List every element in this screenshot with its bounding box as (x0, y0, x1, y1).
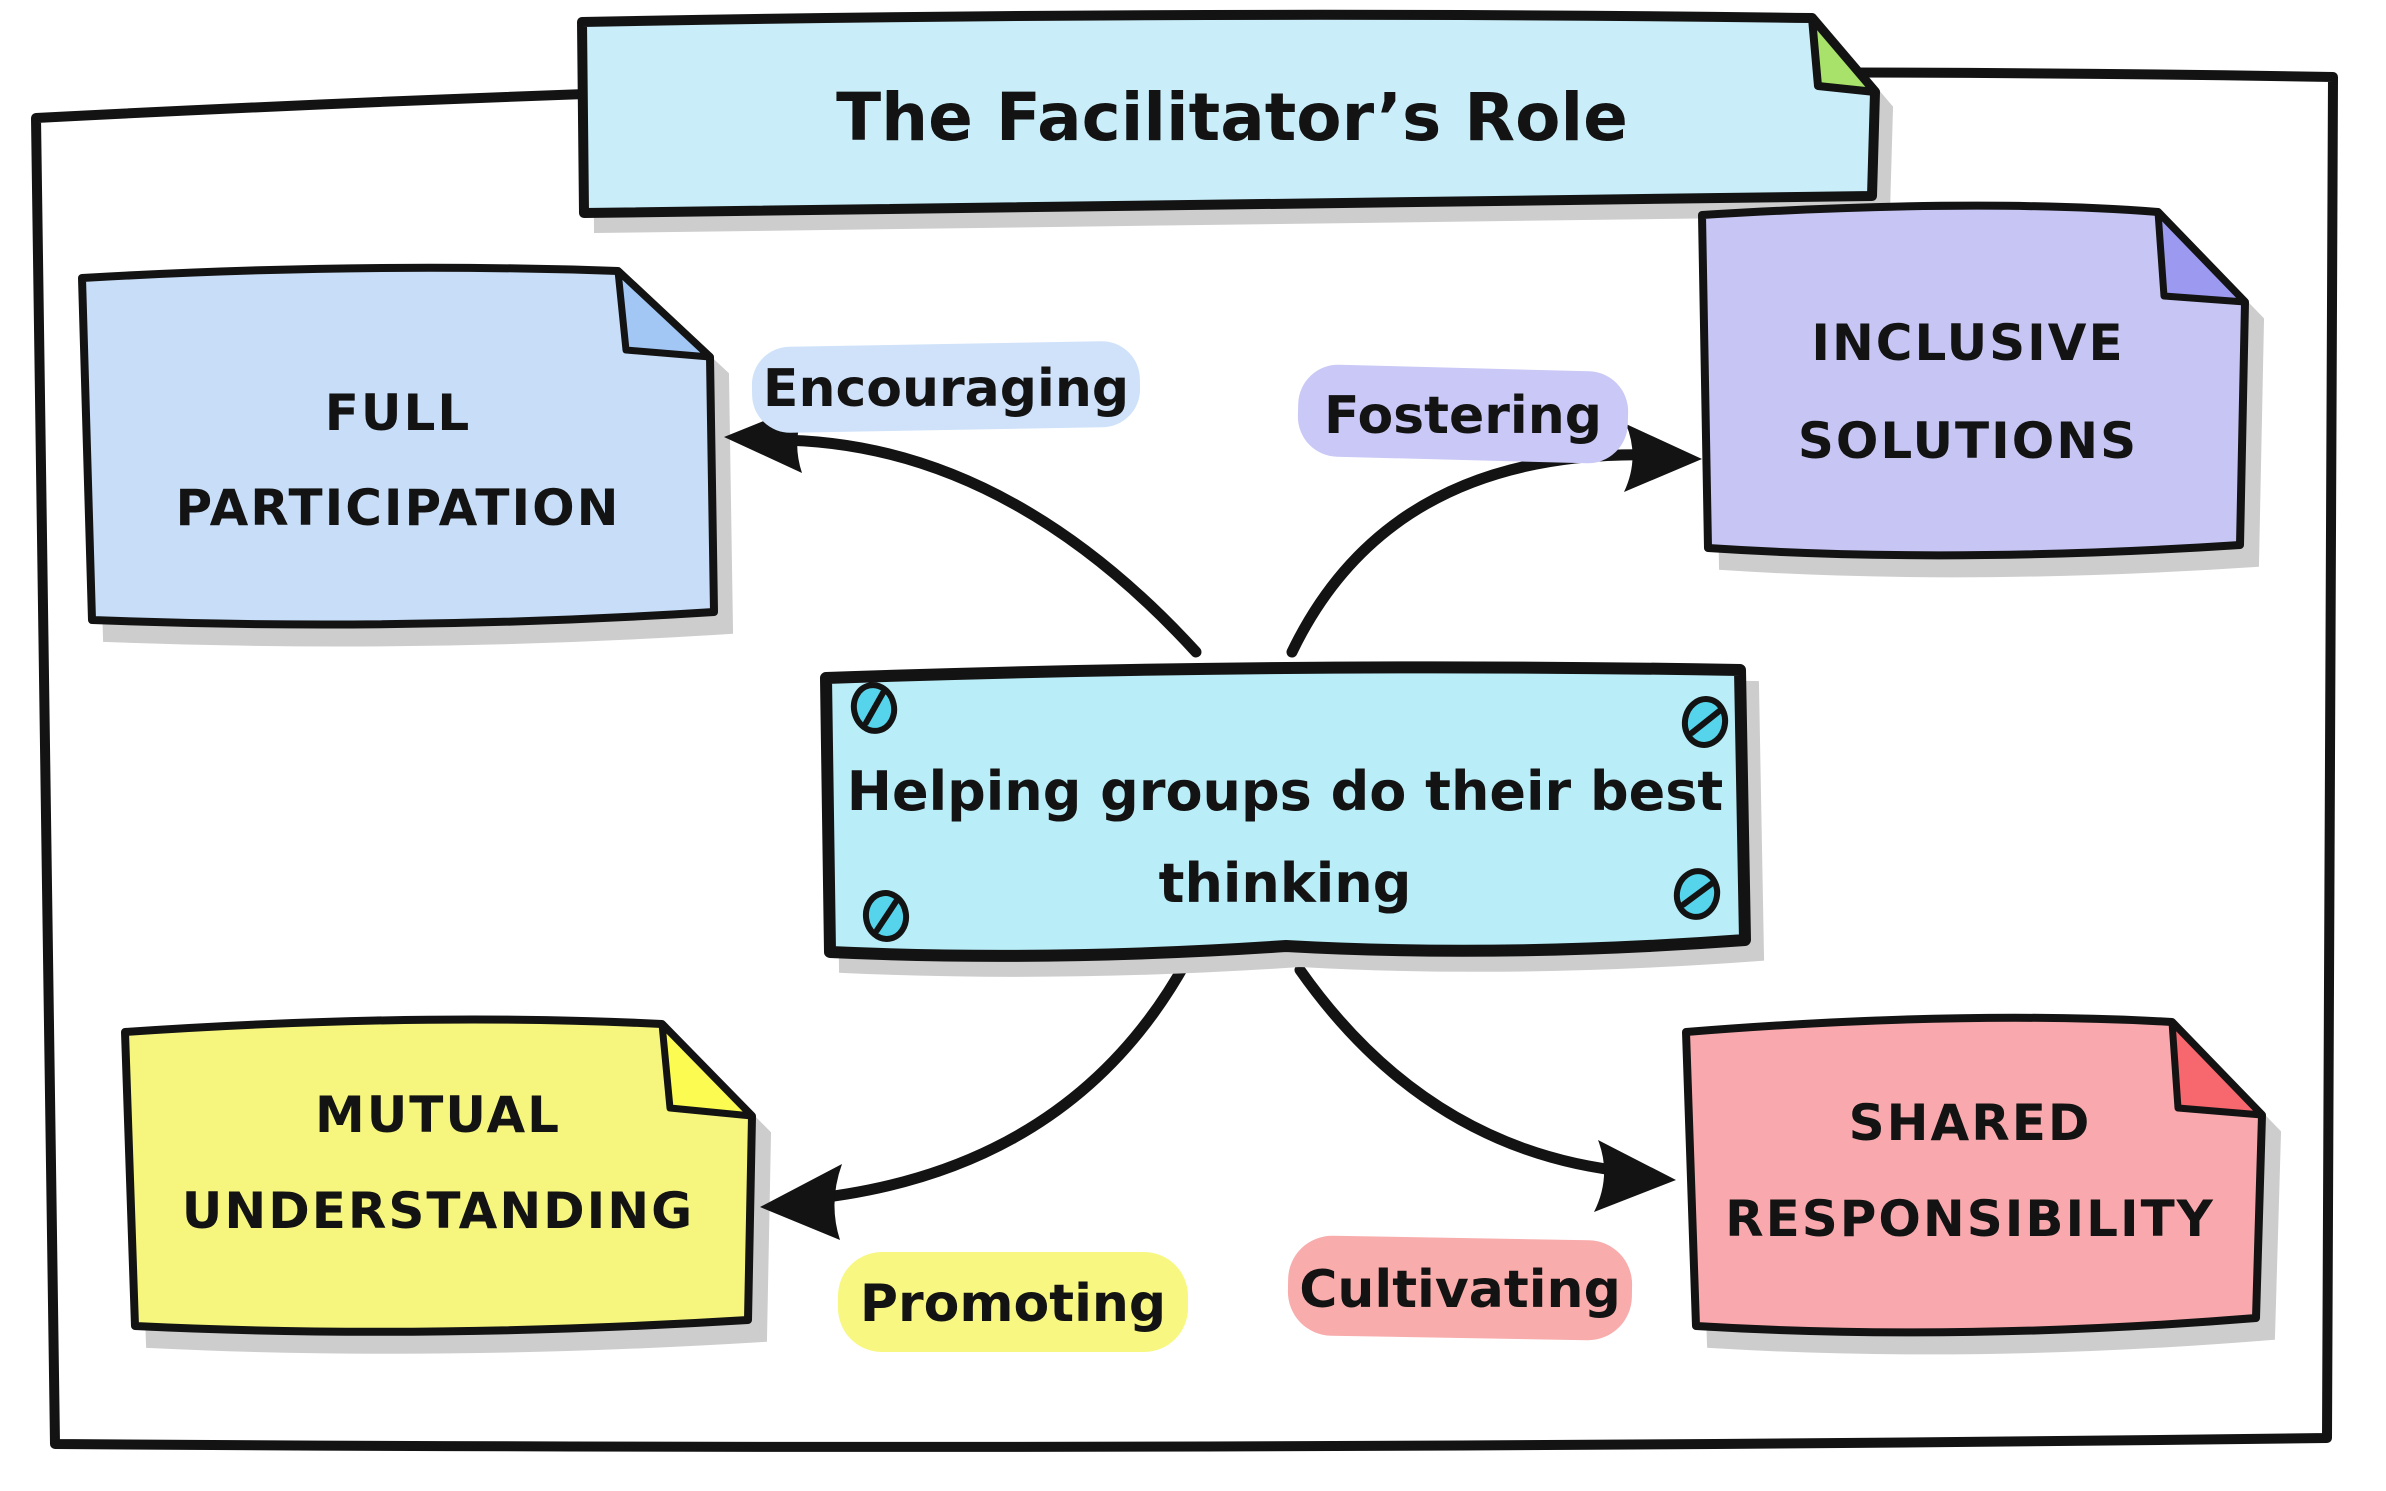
corner-fold-icon (2168, 1018, 2266, 1119)
label-text: Encouraging (763, 359, 1129, 419)
arrow-to-full-participation (724, 403, 1202, 658)
screw-icon (850, 682, 898, 734)
label-fostering: Fostering (1297, 364, 1629, 464)
screw-icon (862, 890, 910, 942)
highlight-swash (1287, 1235, 1633, 1341)
label-cultivating: Cultivating (1287, 1235, 1633, 1341)
title-banner: The Facilitator’s Role (582, 15, 1889, 229)
arrow-shaft (1286, 449, 1661, 658)
note-shared-responsibility: SHARED RESPONSIBILITY (1686, 1018, 2277, 1351)
note-mutual-understanding: MUTUAL UNDERSTANDING (125, 1020, 767, 1350)
screw-icon (1681, 696, 1729, 748)
note-paper (82, 268, 714, 625)
label-text: Cultivating (1299, 1260, 1621, 1320)
central-plaque: Helping groups do their best thinking (826, 667, 1759, 972)
label-encouraging: Encouraging (751, 341, 1141, 433)
corner-fold-icon (2154, 208, 2249, 306)
label-text: Fostering (1324, 386, 1602, 446)
plaque-text-line1: Helping groups do their best (847, 760, 1723, 823)
arrow-to-mutual-understanding (760, 956, 1192, 1240)
note-caption-line1: INCLUSIVE (1811, 314, 2124, 372)
arrowhead-icon (1624, 424, 1702, 492)
arrow-shaft (1294, 964, 1636, 1178)
note-caption-line2: PARTICIPATION (176, 479, 621, 537)
arrowhead-icon (760, 1164, 842, 1240)
label-text: Promoting (860, 1274, 1166, 1334)
note-caption-line2: RESPONSIBILITY (1725, 1190, 2215, 1248)
note-caption-line1: MUTUAL (315, 1086, 561, 1144)
plaque-text-line2: thinking (1159, 852, 1412, 915)
corner-fold-icon (614, 267, 714, 361)
note-caption-line2: SOLUTIONS (1798, 412, 2138, 470)
note-paper (125, 1020, 752, 1332)
diagram-title: The Facilitator’s Role (836, 79, 1628, 156)
banner-corner-fold-icon (1808, 14, 1879, 96)
arrow-shaft (794, 956, 1192, 1206)
label-promoting: Promoting (838, 1252, 1188, 1352)
highlight-swash (838, 1252, 1188, 1352)
arrow-to-shared-responsibility (1294, 964, 1676, 1212)
note-full-participation: FULL PARTICIPATION (82, 268, 729, 643)
note-caption-line1: SHARED (1849, 1094, 2092, 1152)
note-caption-line2: UNDERSTANDING (182, 1182, 694, 1240)
note-caption-line1: FULL (325, 384, 471, 442)
screw-icon (1673, 868, 1721, 920)
arrowhead-icon (1594, 1140, 1676, 1212)
highlight-swash (751, 341, 1141, 433)
highlight-swash (1297, 364, 1629, 464)
corner-fold-icon (658, 1020, 756, 1120)
note-inclusive-solutions: INCLUSIVE SOLUTIONS (1702, 206, 2260, 574)
arrow-shaft (764, 434, 1202, 658)
